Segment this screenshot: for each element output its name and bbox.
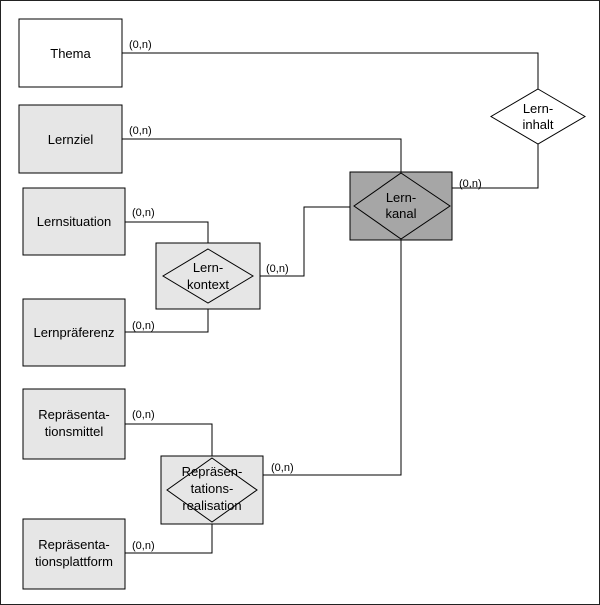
relationship-lernkontext-label-1: Lern- bbox=[193, 260, 223, 275]
relationship-repraesentationsrealisation-label-2: tations- bbox=[191, 481, 234, 496]
connectors bbox=[122, 52, 539, 554]
entity-thema: Thema bbox=[18, 18, 123, 88]
entity-thema-label: Thema bbox=[50, 46, 91, 61]
cardinality-thema: (0,n) bbox=[129, 39, 152, 51]
entity-lernpraeferenz: Lernpräferenz bbox=[22, 298, 126, 367]
relationship-lernkanal-box bbox=[349, 171, 453, 241]
relationship-repraesentationsrealisation-diamond bbox=[166, 457, 258, 523]
relationship-lernkanal: Lern- kanal bbox=[349, 171, 453, 241]
cardinality-lernsituation: (0,n) bbox=[132, 207, 155, 219]
relationship-lerninhalt-label-1: Lern- bbox=[523, 101, 553, 116]
entity-lernziel-label: Lernziel bbox=[48, 132, 94, 147]
relationship-lernkontext-box bbox=[155, 242, 261, 310]
entity-lernpraeferenz-box bbox=[22, 298, 126, 367]
entity-repraesentationsmittel-label-2: tionsmittel bbox=[45, 424, 104, 439]
relationship-lernkanal-diamond bbox=[353, 172, 451, 240]
cardinality-repraesentationsplattform: (0,n) bbox=[132, 540, 155, 552]
relationship-lerninhalt-label-2: inhalt bbox=[522, 117, 553, 132]
entity-lernsituation-box bbox=[22, 187, 126, 256]
line-repraesentationsplattform-realisation bbox=[125, 523, 213, 554]
relationship-lernkanal-label-2: kanal bbox=[385, 206, 416, 221]
line-thema-lerninhalt bbox=[122, 52, 539, 89]
cardinality-lernpraeferenz: (0,n) bbox=[132, 320, 155, 332]
entity-thema-box bbox=[18, 18, 123, 88]
relationship-lernkontext-diamond bbox=[162, 248, 254, 304]
relationship-lernkontext-label-2: kontext bbox=[187, 277, 229, 292]
relationship-lernkanal-label-1: Lern- bbox=[386, 190, 416, 205]
line-realisation-lernkanal bbox=[263, 240, 402, 476]
entity-lernziel: Lernziel bbox=[18, 104, 123, 174]
entity-repraesentationsplattform-box bbox=[22, 518, 126, 590]
entity-repraesentationsplattform: Repräsenta- tionsplattform bbox=[22, 518, 126, 590]
line-lernsituation-lernkontext bbox=[125, 221, 209, 249]
relationship-lernkontext: Lern- kontext bbox=[155, 242, 261, 310]
entity-repraesentationsmittel: Repräsenta- tionsmittel bbox=[22, 388, 126, 460]
relationship-lerninhalt: Lern- inhalt bbox=[490, 88, 586, 145]
entity-lernziel-box bbox=[18, 104, 123, 174]
entity-repraesentationsplattform-label-2: tionsplattform bbox=[35, 554, 113, 569]
entity-repraesentationsplattform-label-1: Repräsenta- bbox=[38, 537, 110, 552]
entity-lernsituation: Lernsituation bbox=[22, 187, 126, 256]
cardinality-repraesentationsmittel: (0,n) bbox=[132, 409, 155, 421]
entity-repraesentationsmittel-label-1: Repräsenta- bbox=[38, 407, 110, 422]
line-lernkanal-lerninhalt bbox=[452, 144, 539, 189]
relationship-lerninhalt-diamond bbox=[490, 88, 586, 145]
line-lernkontext-lernkanal bbox=[260, 206, 356, 277]
line-lernpraeferenz-lernkontext bbox=[125, 309, 209, 333]
cardinality-realisation-lernkanal: (0,n) bbox=[271, 462, 294, 474]
relationship-repraesentationsrealisation-label-3: realisation bbox=[182, 498, 241, 513]
entity-lernsituation-label: Lernsituation bbox=[37, 214, 111, 229]
line-repraesentationsmittel-realisation bbox=[125, 423, 213, 458]
line-lernziel-lernkanal bbox=[122, 138, 402, 172]
cardinality-lernkanal-lerninhalt: (0,n) bbox=[459, 178, 482, 190]
entity-repraesentationsmittel-box bbox=[22, 388, 126, 460]
cardinality-lernziel: (0,n) bbox=[129, 125, 152, 137]
cardinality-lernkontext-lernkanal: (0,n) bbox=[266, 263, 289, 275]
relationship-repraesentationsrealisation-box bbox=[160, 455, 264, 525]
entity-lernpraeferenz-label: Lernpräferenz bbox=[34, 325, 115, 340]
relationship-repraesentationsrealisation-label-1: Repräsen- bbox=[182, 464, 243, 479]
cardinality-labels: (0,n) (0,n) (0,n) (0,n) (0,n) (0,n) (0,n… bbox=[129, 39, 482, 552]
relationship-repraesentationsrealisation: Repräsen- tations- realisation bbox=[160, 455, 264, 525]
